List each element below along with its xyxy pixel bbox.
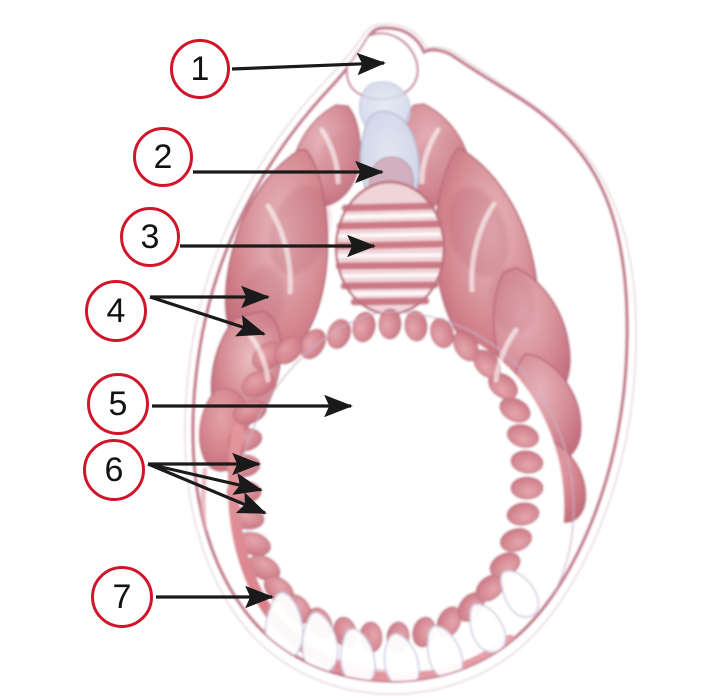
callout-number-label: 6 bbox=[104, 451, 124, 489]
callout-number-label: 5 bbox=[108, 385, 128, 423]
callout-number-label: 2 bbox=[153, 138, 173, 176]
callout-arrow-6-2 bbox=[147, 462, 263, 495]
callout-marker-1[interactable]: 1 bbox=[170, 39, 230, 99]
specimen-body bbox=[184, 23, 637, 695]
inner-cavity-lining bbox=[235, 311, 575, 673]
callout-number-label: 1 bbox=[190, 50, 210, 88]
callout-arrow-1-1 bbox=[231, 52, 386, 76]
callout-number-label: 7 bbox=[112, 578, 132, 616]
striated-oval-organ bbox=[334, 180, 446, 316]
callout-marker-6[interactable]: 6 bbox=[83, 439, 145, 501]
callout-marker-3[interactable]: 3 bbox=[120, 207, 180, 267]
callout-number-label: 4 bbox=[106, 292, 126, 330]
callout-marker-5[interactable]: 5 bbox=[87, 373, 149, 435]
callout-marker-7[interactable]: 7 bbox=[91, 566, 153, 628]
callout-arrow-layer bbox=[147, 52, 386, 609]
callout-number-label: 3 bbox=[140, 218, 160, 256]
callout-arrow-6-3 bbox=[147, 462, 267, 515]
callout-marker-4[interactable]: 4 bbox=[85, 280, 147, 342]
callout-marker-2[interactable]: 2 bbox=[133, 127, 193, 187]
callout-arrow-4-2 bbox=[149, 295, 266, 337]
